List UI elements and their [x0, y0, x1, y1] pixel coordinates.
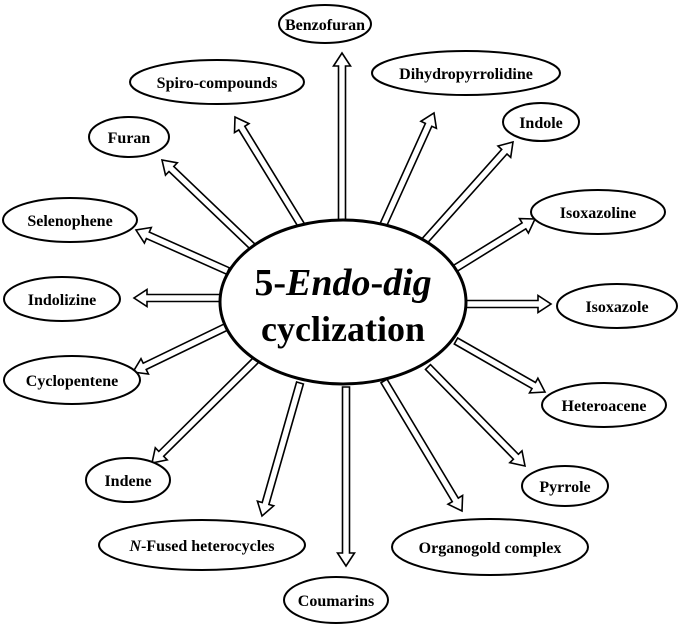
node-isoxazoline: Isoxazoline: [530, 189, 666, 235]
arrow-to-indole: [417, 140, 514, 249]
node-label: Benzofuran: [285, 17, 365, 34]
node-spiro-compounds: Spiro-compounds: [129, 59, 305, 105]
node-label: Coumarins: [298, 593, 374, 610]
arrow-to-isoxazoline: [448, 217, 537, 276]
center-title-line1: 5-Endo-dig: [254, 262, 431, 304]
arrow-to-organogold-complex: [379, 378, 464, 513]
node-label: Isoxazole: [585, 299, 648, 316]
center-node: 5-Endo-dig cyclization: [218, 218, 468, 386]
node-selenophene: Selenophene: [2, 197, 138, 243]
node-indole: Indole: [502, 102, 580, 142]
node-coumarins: Coumarins: [283, 576, 389, 624]
node-label: Selenophene: [27, 213, 112, 230]
arrow-to-dihydropyrrolidine: [376, 111, 438, 233]
node-pyrrole: Pyrrole: [521, 465, 609, 507]
node-label: Indole: [519, 115, 563, 132]
node-label: Heteroacene: [562, 398, 647, 415]
arrow-to-coumarins: [336, 386, 356, 568]
node-indolizine: Indolizine: [3, 276, 121, 322]
arrow-to-pyrrole: [424, 363, 527, 468]
node-label: Spiro-compounds: [157, 75, 278, 92]
arrow-to-indolizine: [132, 288, 221, 308]
node-benzofuran: Benzofuran: [278, 4, 372, 44]
arrow-to-heteroacene: [453, 336, 547, 394]
node-furan: Furan: [88, 116, 170, 158]
arrow-to-benzofuran: [332, 51, 352, 227]
node-n-fused-heterocycles: N-Fused heterocycles: [98, 519, 306, 571]
arrow-to-furan: [160, 158, 257, 251]
node-cyclopentene: Cyclopentene: [3, 355, 141, 405]
arrow-to-selenophene: [134, 226, 231, 276]
node-label: Furan: [108, 130, 151, 147]
node-label: Cyclopentene: [26, 373, 118, 390]
node-label: Indolizine: [28, 292, 96, 309]
node-label: N-Fused heterocycles: [128, 538, 274, 555]
node-dihydropyrrolidine: Dihydropyrrolidine: [371, 50, 561, 96]
arrow-to-indene: [150, 356, 260, 465]
arrow-to-isoxazole: [465, 294, 553, 314]
node-label: Indene: [104, 473, 151, 490]
node-isoxazole: Isoxazole: [556, 283, 678, 329]
node-label: Pyrrole: [539, 479, 590, 496]
arrow-to-spiro-compounds: [233, 115, 308, 231]
node-organogold-complex: Organogold complex: [391, 518, 589, 576]
node-label: Isoxazoline: [560, 205, 636, 222]
node-label: Organogold complex: [419, 540, 562, 557]
arrow-to-cyclopentene: [131, 322, 229, 375]
arrow-to-n-fused-heterocycles: [256, 381, 305, 518]
center-title-line2: cyclization: [261, 309, 425, 349]
node-label: Dihydropyrrolidine: [399, 66, 533, 83]
center-ellipse: [218, 218, 468, 386]
node-heteroacene: Heteroacene: [541, 382, 667, 428]
node-indene: Indene: [85, 457, 171, 503]
arrows-layer: [131, 51, 553, 568]
